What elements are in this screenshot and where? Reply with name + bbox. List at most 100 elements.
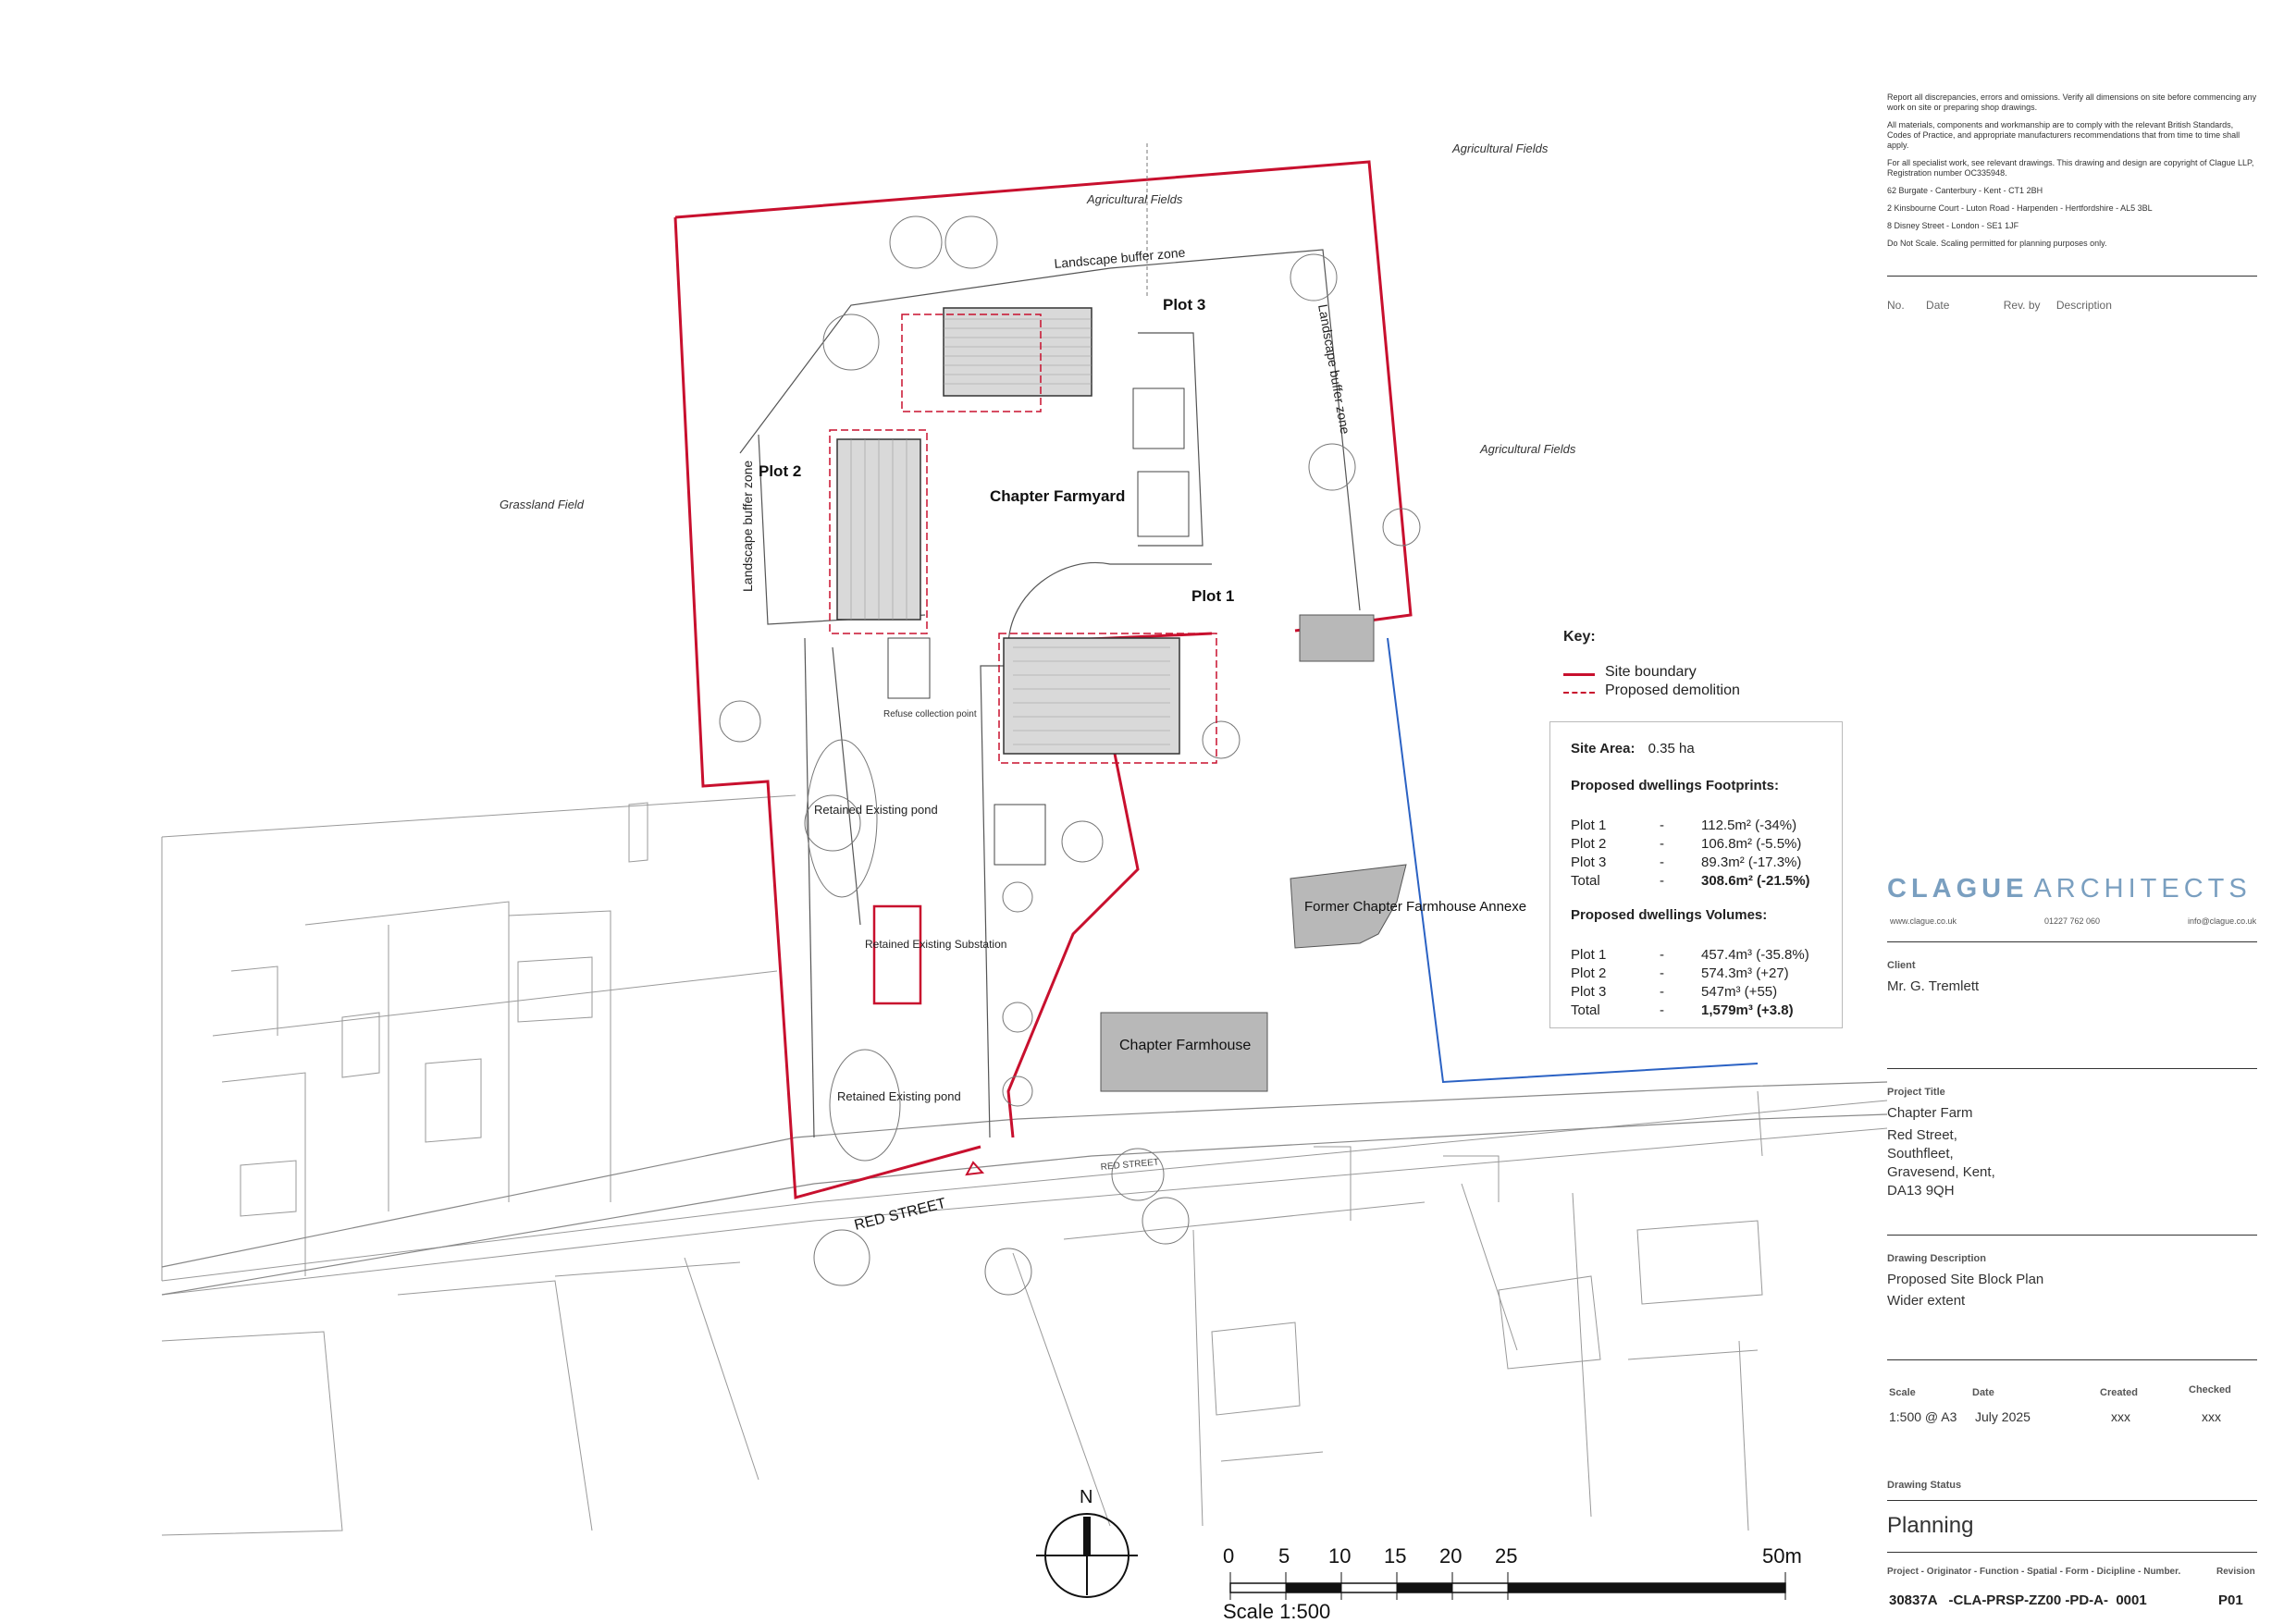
- entrance-marker: [965, 1161, 985, 1176]
- rev-date-header: Date: [1926, 299, 1950, 312]
- rev-no-header: No.: [1887, 299, 1905, 312]
- annexe-label: Former Chapter Farmhouse Annexe: [1304, 899, 1526, 915]
- substation-shape: [872, 904, 922, 1005]
- scale-tick-10: 10: [1328, 1544, 1351, 1568]
- plot2-label: Plot 2: [759, 462, 801, 480]
- scale-bar: 0 5 10 15 20 25 50m Scale 1:500: [1223, 1544, 1802, 1623]
- neighbourhood-linework: [161, 794, 1887, 1536]
- rule-brand: [1887, 941, 2257, 942]
- client-name: Mr. G. Tremlett: [1887, 978, 1980, 994]
- number-header: Project - Originator - Function - Spatia…: [1887, 1567, 2181, 1577]
- project-address-2: Southfleet,: [1887, 1146, 1954, 1162]
- outbuilding-shape: [1299, 614, 1375, 662]
- plot1-label: Plot 1: [1191, 587, 1234, 605]
- rule-notes: [1887, 276, 2257, 277]
- farmyard-linework: [739, 249, 1361, 1138]
- refuse-label: Refuse collection point: [883, 709, 977, 719]
- note-copyright: For all specialist work, see relevant dr…: [1887, 158, 2254, 178]
- farmhouse-label: Chapter Farmhouse: [1119, 1038, 1251, 1053]
- meta-checked-label: Checked: [2189, 1384, 2231, 1396]
- annexe-shape: [1290, 864, 1407, 949]
- meta-scale: 1:500 @ A3: [1889, 1409, 1957, 1424]
- scale-tick-15: 15: [1384, 1544, 1406, 1568]
- site-plan: Agricultural Fields Agricultural Fields …: [161, 141, 1887, 1623]
- meta-scale-label: Scale: [1889, 1387, 1916, 1398]
- office-canterbury: 62 Burgate - Canterbury - Kent - CT1 2BH: [1887, 186, 2043, 195]
- key-demolition-swatch: [1563, 692, 1595, 694]
- grassland-label: Grassland Field: [500, 498, 585, 511]
- meta-date: July 2025: [1975, 1409, 2031, 1424]
- north-label: N: [1080, 1487, 1092, 1507]
- agri-label-2: Agricultural Fields: [1451, 141, 1549, 155]
- volume-total-row: Total: [1571, 1002, 1600, 1018]
- footprint-total-row: Total: [1571, 873, 1600, 889]
- red-street-small-label: RED STREET: [1100, 1158, 1159, 1173]
- plot2-house: [829, 429, 928, 634]
- revision-header: No. Date Rev. by Description: [1887, 299, 2112, 312]
- site-area-label: Site Area:: [1571, 741, 1636, 756]
- project-address-4: DA13 9QH: [1887, 1183, 1955, 1199]
- rev-description-header: Description: [2055, 299, 2112, 312]
- key-title: Key:: [1563, 629, 1596, 645]
- plot3-label: Plot 3: [1163, 296, 1205, 314]
- rule-client: [1887, 1068, 2257, 1069]
- site-area-value: 0.35 ha: [1648, 741, 1695, 756]
- brand-phone: 01227 762 060: [2044, 916, 2101, 926]
- footprint-row: Plot 2: [1571, 836, 1607, 852]
- volumes-title: Proposed dwellings Volumes:: [1571, 907, 1768, 923]
- scale-tick-25: 25: [1495, 1544, 1517, 1568]
- agri-label-1: Agricultural Fields: [1086, 192, 1183, 206]
- footprint-row: Plot 1: [1571, 818, 1607, 833]
- meta-date-label: Date: [1972, 1387, 1994, 1398]
- plot3-house: [901, 307, 1092, 412]
- red-street-label: RED STREET: [853, 1196, 948, 1234]
- drawing-description-line2: Wider extent: [1887, 1293, 1966, 1309]
- drawing-description-label: Drawing Description: [1887, 1253, 1986, 1264]
- ownership-boundary-blue: [1387, 637, 1759, 1084]
- brand-name-2: ARCHITECTS: [2033, 874, 2252, 904]
- buffer-right-label: Landscape buffer zone: [1315, 303, 1352, 436]
- scale-tick-0: 0: [1223, 1544, 1234, 1568]
- project-address-1: Red Street,: [1887, 1127, 1957, 1143]
- scale-tick-5: 5: [1278, 1544, 1290, 1568]
- status-value: Planning: [1887, 1513, 1974, 1538]
- drawing-number: 30837A -CLA-PRSP-ZZ00 -PD-A- 0001: [1889, 1592, 2147, 1608]
- farmhouse-shape: [1100, 1012, 1268, 1092]
- tree-canopies: [719, 215, 1421, 1296]
- road-edges: [161, 1081, 1887, 1296]
- drawing-description-line1: Proposed Site Block Plan: [1887, 1272, 2044, 1287]
- parking-bays: [887, 387, 1190, 866]
- rule-drawing: [1887, 1359, 2257, 1360]
- project-label: Project Title: [1887, 1087, 1945, 1098]
- pond1-label: Retained Existing pond: [814, 803, 938, 817]
- meta-checked: xxx: [2202, 1409, 2221, 1424]
- office-london: 8 Disney Street - London - SE1 1JF: [1887, 221, 2019, 230]
- volume-row: Plot 2: [1571, 965, 1607, 981]
- agri-label-3: Agricultural Fields: [1479, 442, 1576, 456]
- plot1-house: [998, 633, 1217, 764]
- brand-name-1: CLAGUE: [1887, 874, 2029, 904]
- site-boundary-line-2: [673, 216, 981, 1199]
- scale-tick-20: 20: [1439, 1544, 1462, 1568]
- scale-note: Do Not Scale. Scaling permitted for plan…: [1887, 239, 2107, 248]
- meta-created: xxx: [2111, 1409, 2130, 1424]
- buffer-left-label: Landscape buffer zone: [740, 461, 755, 592]
- rev-by-header: Rev. by: [2003, 299, 2041, 312]
- brand-web: www.clague.co.uk: [1890, 916, 1957, 926]
- north-arrow: N: [1036, 1487, 1138, 1598]
- footprints-title: Proposed dwellings Footprints:: [1571, 778, 1779, 793]
- pond-north-shape: [806, 739, 878, 898]
- pond2-label: Retained Existing pond: [837, 1089, 961, 1103]
- project-title: Chapter Farm: [1887, 1105, 1973, 1121]
- pond-south-shape: [829, 1049, 901, 1162]
- summary-panel: Site Area: 0.35 ha Proposed dwellings Fo…: [1549, 721, 1843, 1028]
- rule-project: [1887, 1235, 2257, 1236]
- key-demolition-label: Proposed demolition: [1605, 682, 1740, 698]
- volume-row: Plot 1: [1571, 947, 1607, 963]
- revision-label: Revision: [2216, 1567, 2255, 1577]
- scale-bar-label: Scale 1:500: [1223, 1600, 1330, 1623]
- project-address-3: Gravesend, Kent,: [1887, 1164, 1995, 1180]
- volume-row: Plot 3: [1571, 984, 1607, 1000]
- note-materials: All materials, components and workmanshi…: [1887, 120, 2240, 150]
- brand-email: info@clague.co.uk: [2188, 916, 2257, 926]
